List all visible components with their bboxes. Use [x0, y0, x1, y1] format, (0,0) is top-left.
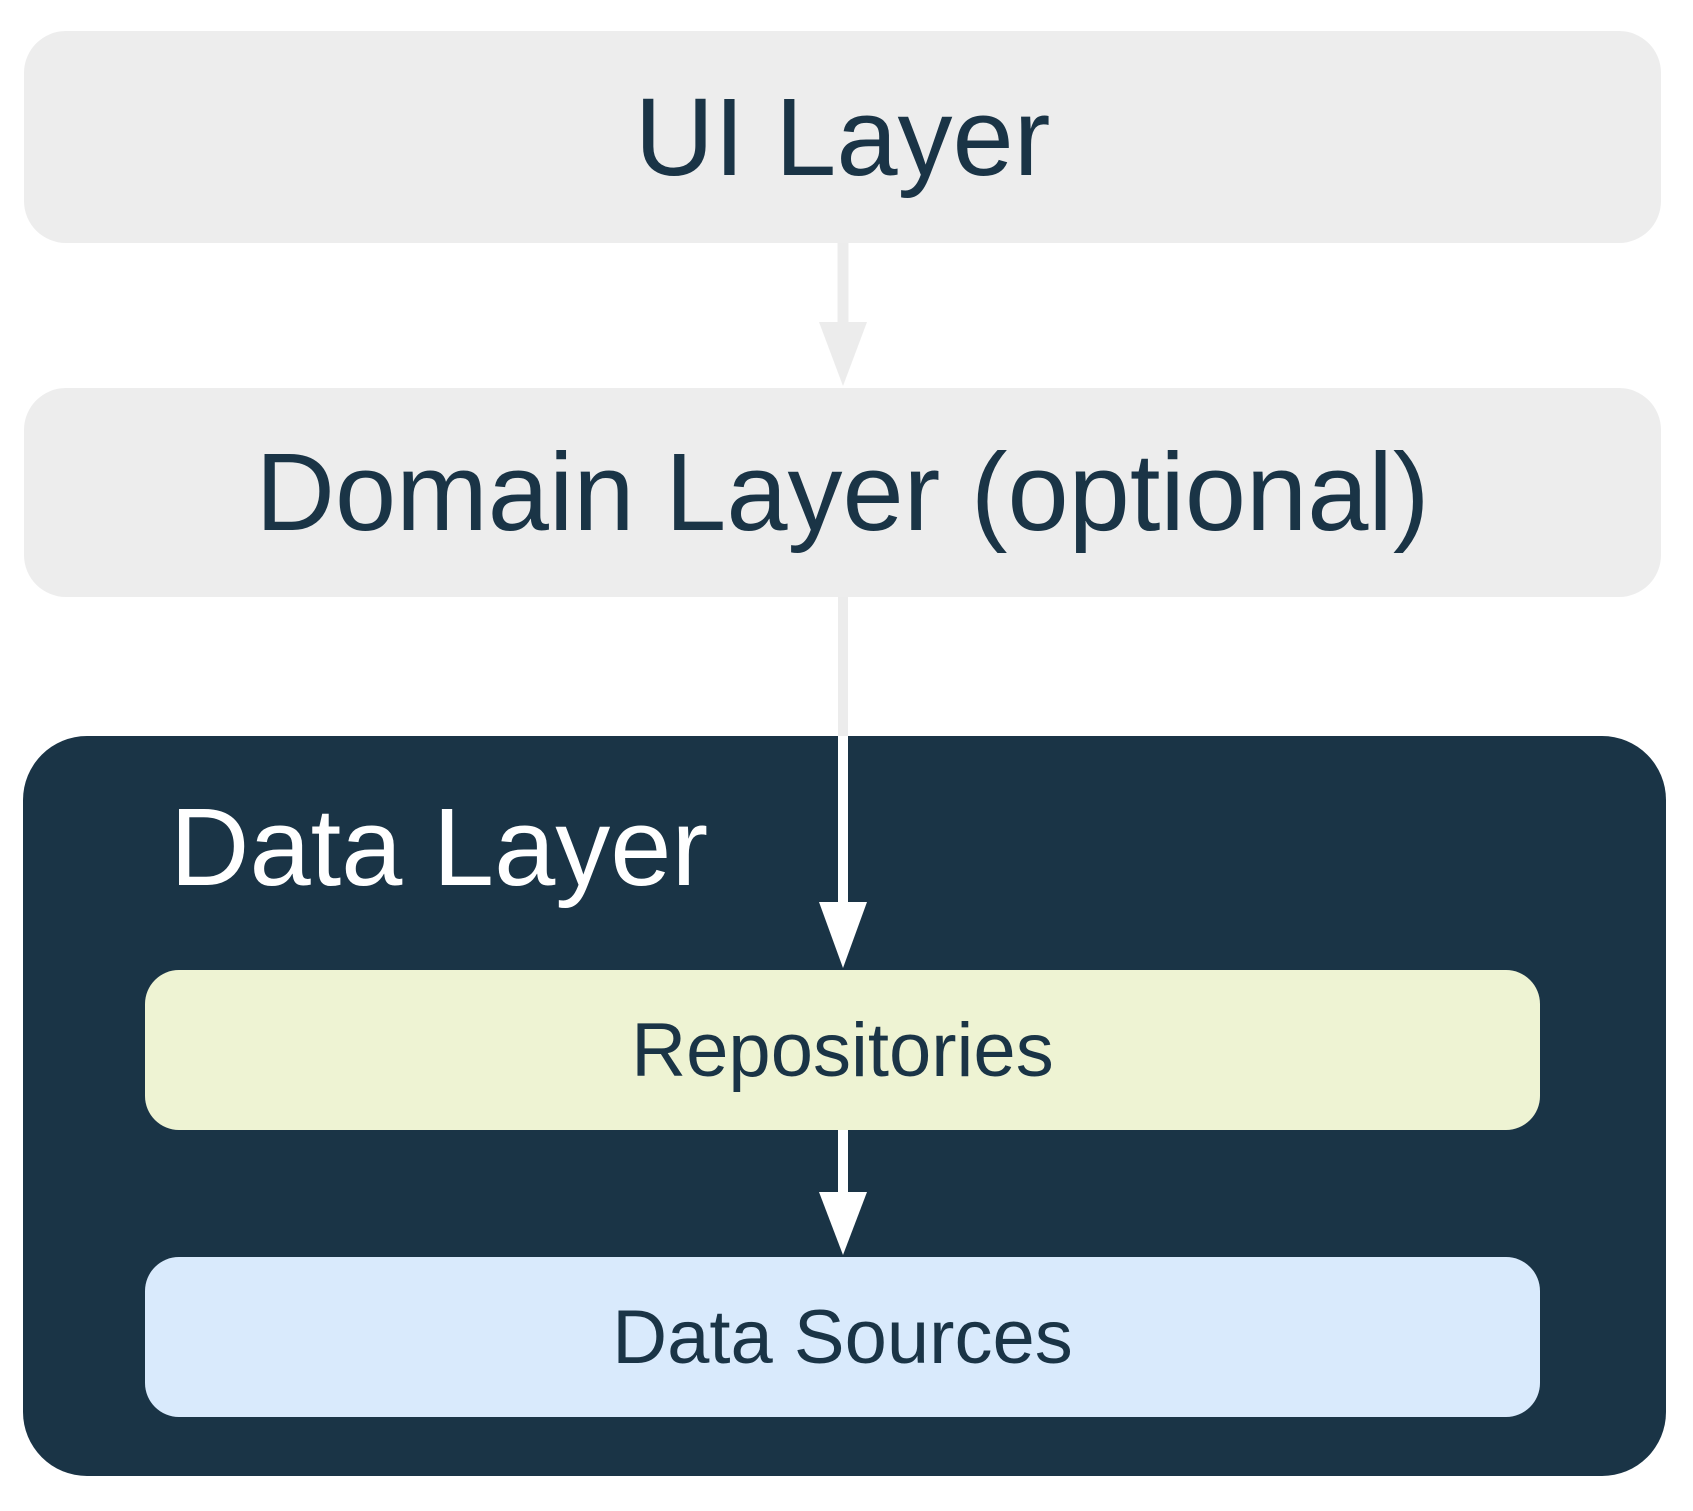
domain-layer-label: Domain Layer (optional) — [255, 431, 1430, 554]
ui-layer-label: UI Layer — [634, 75, 1051, 199]
data-sources-box: Data Sources — [145, 1257, 1540, 1417]
data-layer-box: Data Layer Repositories Data Sources — [23, 736, 1666, 1476]
arrow-ui-to-domain-icon — [819, 243, 867, 386]
repositories-box: Repositories — [145, 970, 1540, 1130]
repositories-label: Repositories — [631, 1007, 1054, 1093]
ui-layer-box: UI Layer — [24, 31, 1661, 243]
data-sources-label: Data Sources — [612, 1294, 1073, 1380]
domain-layer-box: Domain Layer (optional) — [24, 388, 1661, 597]
data-layer-label: Data Layer — [170, 786, 709, 909]
